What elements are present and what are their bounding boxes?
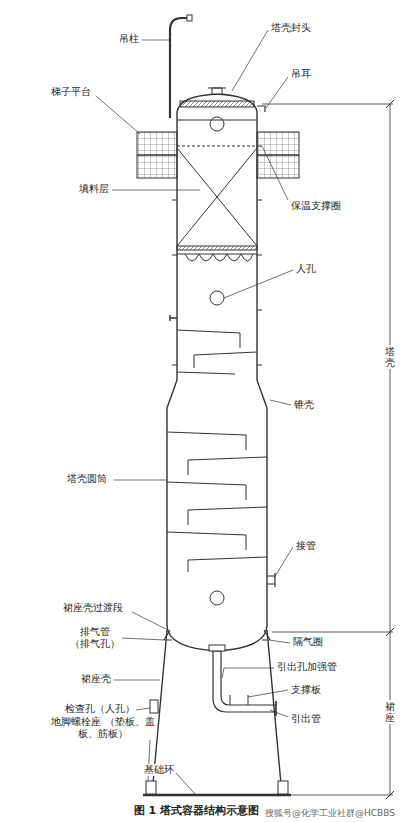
part-label: 梯子平台 [50, 86, 92, 98]
part-label: 接管 [295, 540, 317, 552]
dimension-label: 塔壳 [385, 345, 395, 369]
part-label: 隔气圈 [292, 636, 324, 648]
dimension-label: 裙座 [385, 700, 395, 724]
part-label: 裙座壳过渡段 [62, 602, 124, 614]
part-label: 检查孔（人孔） [64, 703, 136, 715]
part-label: 基础环 [143, 764, 175, 776]
part-label: 裙座壳 [80, 673, 112, 685]
part-label: 保温支撑圈 [290, 200, 342, 212]
part-label: 填料层 [78, 183, 110, 195]
part-label: 排气管 （排气孔） [68, 626, 122, 650]
part-label: 支撑板 [290, 684, 322, 696]
part-label: 吊柱 [118, 33, 140, 45]
part-label: 塔壳封头 [270, 22, 312, 34]
part-label: 吊耳 [290, 68, 312, 80]
part-label: 引出管 [290, 713, 322, 725]
figure-caption: 图 1 塔式容器结构示意图 [133, 804, 260, 817]
part-label: 塔壳圆筒 [66, 473, 108, 485]
part-label: 引出孔加强管 [276, 661, 338, 673]
part-label: 地脚螺栓座 （垫板、盖板、筋板） [50, 716, 156, 740]
part-label: 人孔 [295, 263, 317, 275]
part-label: 锥壳 [293, 399, 315, 411]
watermark: 搜狐号@化学工业社群@HCBBS [264, 808, 396, 819]
